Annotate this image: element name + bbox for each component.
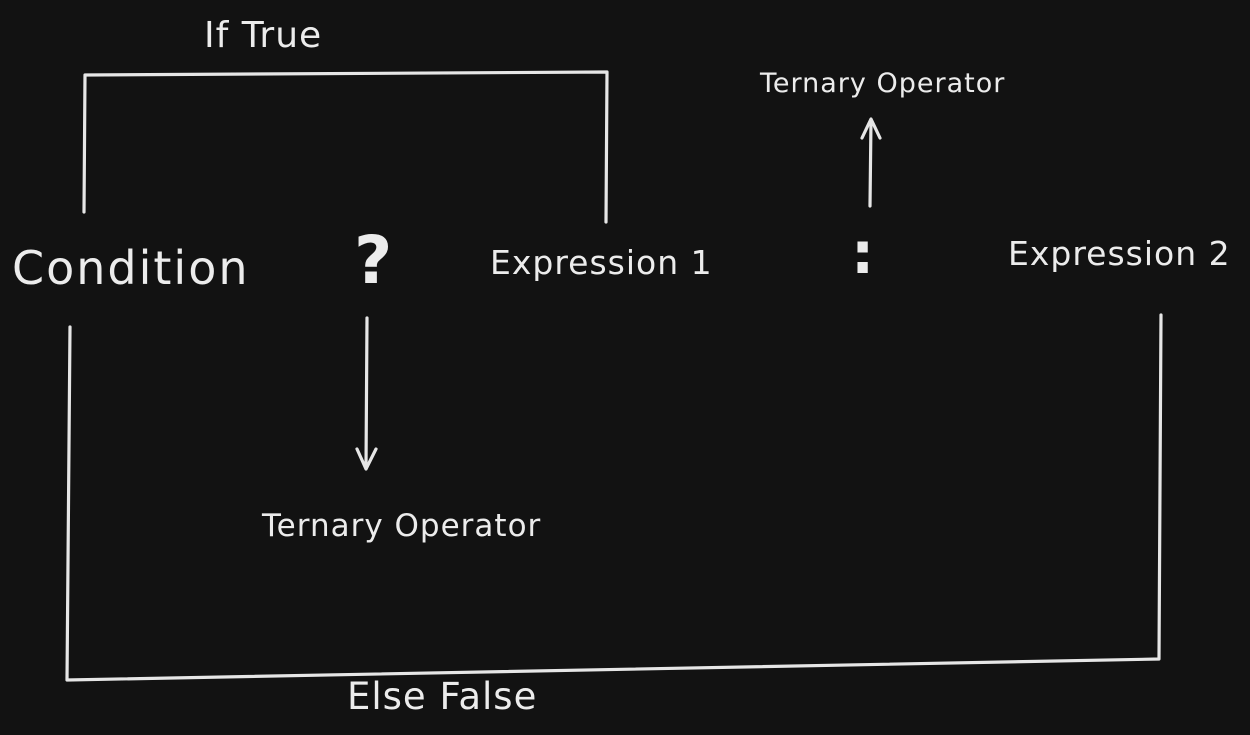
question-arrow-head	[355, 447, 378, 471]
question-mark-symbol: ?	[354, 222, 394, 299]
ternary-operator-top-label: Ternary Operator	[760, 68, 1006, 99]
colon-arrow-head	[860, 117, 882, 140]
else-false-bracket	[65, 313, 1163, 682]
condition-label: Condition	[12, 241, 250, 295]
question-arrow-shaft	[364, 316, 369, 470]
expression-1-label: Expression 1	[490, 243, 713, 282]
if-true-bracket	[82, 70, 609, 224]
else-false-label: Else False	[347, 675, 538, 718]
colon-arrow-shaft	[868, 118, 873, 208]
if-true-label: If True	[204, 15, 323, 56]
colon-symbol: :	[851, 219, 876, 287]
expression-2-label: Expression 2	[1008, 234, 1231, 273]
ternary-operator-bottom-label: Ternary Operator	[262, 508, 542, 544]
